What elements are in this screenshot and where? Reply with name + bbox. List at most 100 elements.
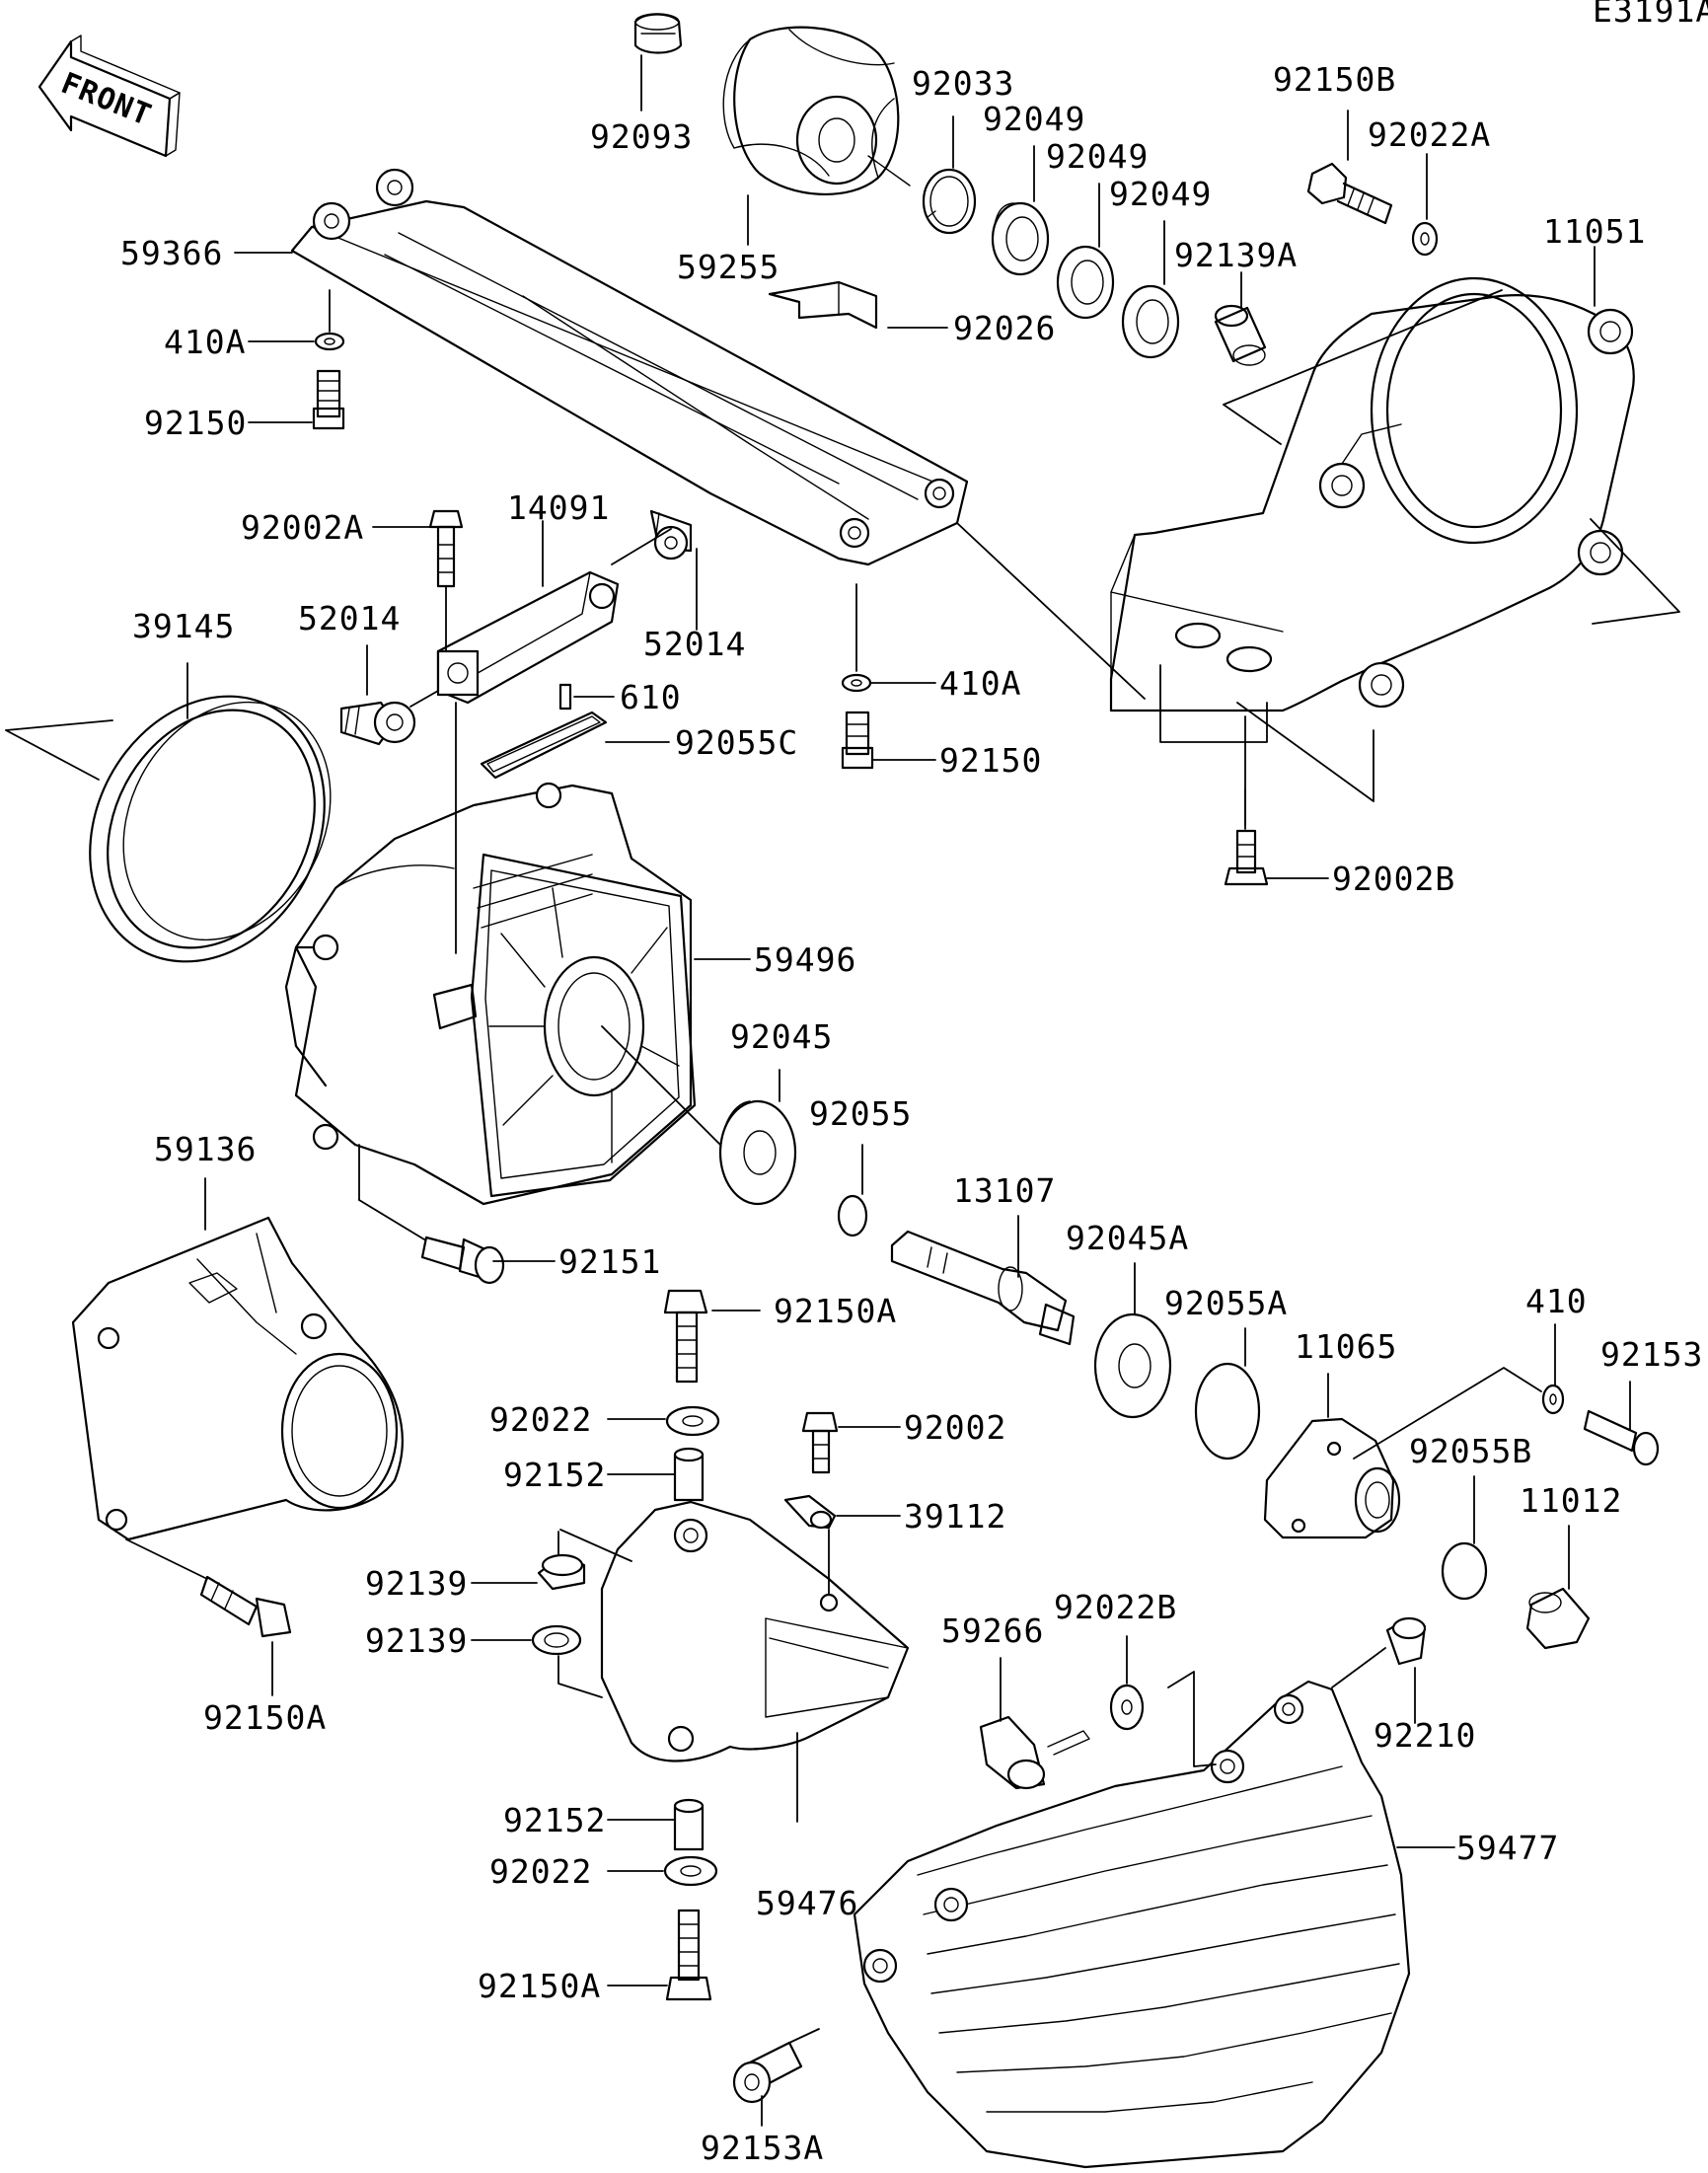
bushing-92139-top <box>537 1553 586 1591</box>
bolt-92002A <box>428 509 464 588</box>
block-14091 <box>436 570 620 705</box>
bolt-92150-top <box>312 369 345 430</box>
screw-92210 <box>1385 1616 1427 1666</box>
label-92152-bottom: 92152 <box>503 1801 606 1839</box>
oring-92055B <box>1441 1541 1488 1601</box>
shaft-13107 <box>890 1230 1076 1346</box>
label-92152-top: 92152 <box>503 1456 606 1494</box>
gasket-92055C <box>480 711 608 780</box>
ride-plate-59366 <box>290 168 969 566</box>
label-59496: 59496 <box>754 940 856 979</box>
label-92022-bottom: 92022 <box>489 1852 592 1891</box>
housing-11051 <box>1109 276 1635 712</box>
leader-lines <box>5 54 1680 2127</box>
bolt-92150B <box>1306 162 1393 225</box>
label-59477: 59477 <box>1456 1829 1559 1867</box>
label-92022A: 92022A <box>1368 115 1491 154</box>
label-59366: 59366 <box>120 234 223 272</box>
label-610: 610 <box>620 678 682 716</box>
collar-92152-bottom <box>673 1798 705 1851</box>
label-11012: 11012 <box>1520 1481 1622 1520</box>
bolt-92151 <box>420 1236 505 1285</box>
label-92153: 92153 <box>1600 1335 1703 1374</box>
deflector-59477 <box>853 1680 1411 2169</box>
diagram-code: E3191A <box>1593 0 1708 30</box>
washer-410A-mid <box>841 673 872 693</box>
cable-end-59266 <box>979 1715 1090 1790</box>
label-410: 410 <box>1525 1282 1588 1320</box>
plug-92093 <box>633 13 683 54</box>
label-92045A: 92045A <box>1066 1219 1189 1257</box>
label-92150A-left: 92150A <box>203 1698 327 1737</box>
bearing-92045A <box>1093 1312 1172 1419</box>
label-92150-top: 92150 <box>144 404 247 442</box>
part-labels: 92093 92033 92049 92049 92049 92139A 592… <box>120 60 1703 2167</box>
label-92055A: 92055A <box>1164 1284 1288 1322</box>
bolt-92153 <box>1583 1409 1660 1466</box>
label-52014-left: 52014 <box>298 599 401 637</box>
washer-92022A <box>1411 221 1439 257</box>
bolt-92002 <box>801 1411 839 1474</box>
label-39145: 39145 <box>132 607 235 645</box>
lever-39112 <box>783 1494 837 1530</box>
label-92093: 92093 <box>590 117 693 156</box>
label-92153A: 92153A <box>701 2129 824 2167</box>
screw-92153A <box>732 2041 803 2104</box>
oring-92055A <box>1194 1362 1261 1461</box>
label-59136: 59136 <box>154 1130 257 1168</box>
label-59266: 59266 <box>941 1611 1044 1650</box>
label-59476: 59476 <box>756 1884 858 1922</box>
reverse-bucket-59476 <box>600 1500 910 1762</box>
washer-410A-top <box>314 332 345 351</box>
label-92055B: 92055B <box>1409 1432 1532 1470</box>
label-410A-top: 410A <box>164 323 246 361</box>
bolt-92150A-left <box>199 1575 292 1638</box>
oring-92055 <box>837 1194 868 1237</box>
seal-92049-c <box>1121 284 1180 359</box>
bolt-92002B <box>1224 829 1269 886</box>
circlip-92033 <box>922 168 977 235</box>
washer-410 <box>1541 1384 1565 1415</box>
label-92049-2: 92049 <box>1046 137 1149 176</box>
washer-92022-top <box>665 1405 720 1437</box>
label-13107: 13107 <box>953 1171 1056 1210</box>
collar-92152-top <box>673 1447 705 1502</box>
nozzle-housing-59136 <box>71 1216 404 1541</box>
label-92045: 92045 <box>730 1017 833 1056</box>
label-92055: 92055 <box>809 1094 912 1133</box>
label-52014-right: 52014 <box>643 625 746 663</box>
cap-nut-11012 <box>1525 1587 1591 1650</box>
label-92022-top: 92022 <box>489 1400 592 1439</box>
fitting-52014-right <box>649 509 693 561</box>
label-92022B: 92022B <box>1054 1588 1177 1626</box>
ring-39145 <box>89 695 332 963</box>
label-92002A: 92002A <box>241 508 364 547</box>
label-11051: 11051 <box>1543 212 1646 251</box>
cap-11065 <box>1263 1417 1401 1539</box>
label-92150A-top: 92150A <box>774 1292 897 1330</box>
label-92049-3: 92049 <box>1109 175 1212 213</box>
bolt-92150-mid <box>841 711 874 770</box>
impeller-59255 <box>722 26 911 195</box>
label-92002B: 92002B <box>1332 860 1455 898</box>
label-92139-bottom: 92139 <box>365 1621 468 1660</box>
label-39112: 39112 <box>904 1497 1006 1536</box>
bushing-92139-bottom <box>531 1624 582 1656</box>
pump-case-59496 <box>284 782 697 1206</box>
bearing-92045 <box>718 1099 797 1206</box>
washer-92022B <box>1109 1684 1145 1731</box>
label-92139-top: 92139 <box>365 1564 468 1603</box>
label-14091: 14091 <box>507 488 610 527</box>
front-arrow-icon <box>37 35 181 158</box>
bolt-92150A-top <box>663 1289 708 1384</box>
label-11065: 11065 <box>1295 1327 1397 1366</box>
bushing-92139A <box>1214 304 1267 366</box>
label-410A-mid: 410A <box>939 664 1021 703</box>
fitting-52014-left <box>339 701 416 746</box>
label-92150A-bottom: 92150A <box>478 1967 601 2005</box>
label-92033: 92033 <box>912 64 1014 103</box>
label-92049-1: 92049 <box>983 100 1085 138</box>
label-92002: 92002 <box>904 1408 1006 1447</box>
label-92150-mid: 92150 <box>939 741 1042 780</box>
